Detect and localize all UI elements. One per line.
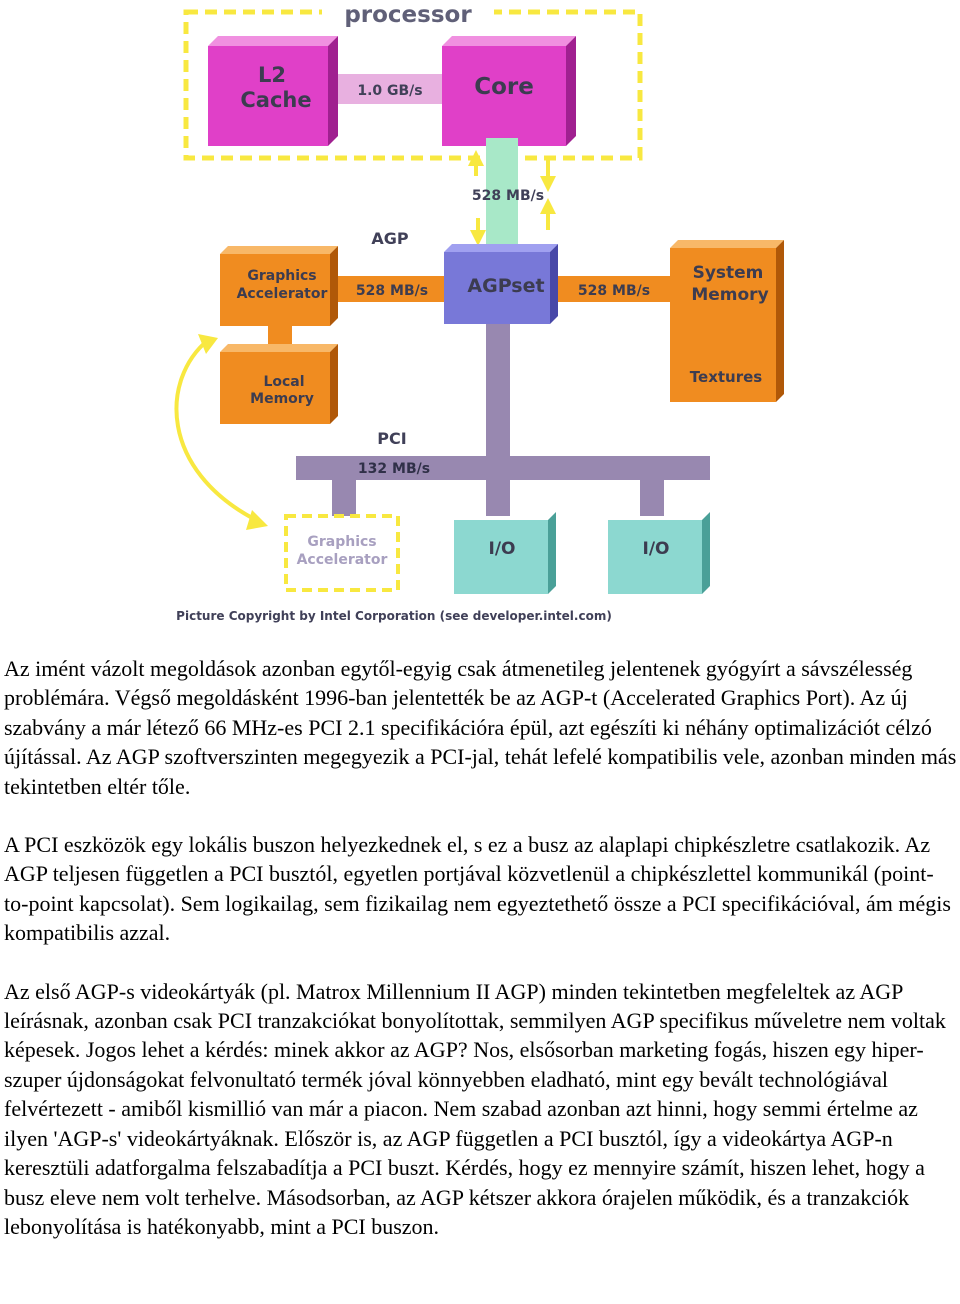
cache-core-link bbox=[338, 74, 442, 104]
local-memory-label-2: Memory bbox=[250, 391, 314, 407]
graphics-accelerator-label: Graphics bbox=[247, 268, 316, 284]
pci-graphics-accelerator-outline bbox=[284, 514, 400, 592]
agp-left-link bbox=[338, 276, 444, 302]
article-body: Az imént vázolt megoldások azonban egytő… bbox=[4, 654, 958, 1270]
system-memory-label: System bbox=[693, 263, 764, 283]
migration-arrow bbox=[174, 338, 257, 522]
processor-label: processor bbox=[344, 2, 472, 28]
agpset-label: AGPset bbox=[467, 275, 544, 297]
pci-graphics-accelerator-label: Graphics bbox=[307, 534, 376, 550]
graphics-accelerator-box bbox=[220, 254, 330, 326]
pci-bus bbox=[296, 456, 710, 480]
paragraph-3: Az első AGP-s videokártyák (pl. Matrox M… bbox=[4, 978, 946, 1239]
core-box bbox=[442, 46, 566, 146]
pci-drop-graphics bbox=[332, 480, 356, 516]
agpset-pci-link bbox=[486, 324, 510, 458]
l2-cache-label: L2 bbox=[258, 63, 286, 87]
io-label-1: I/O bbox=[489, 539, 516, 559]
core-bus-bandwidth-label: 528 MB/s bbox=[472, 188, 544, 204]
local-memory-label: Local bbox=[263, 374, 304, 390]
agp-label: AGP bbox=[371, 229, 409, 248]
agp-left-bandwidth-label: 528 MB/s bbox=[356, 283, 428, 299]
graphics-accelerator-label-2: Accelerator bbox=[237, 286, 328, 302]
core-agpset-link bbox=[486, 138, 518, 246]
agp-right-bandwidth-label: 528 MB/s bbox=[578, 283, 650, 299]
pci-bandwidth-label: 132 MB/s bbox=[358, 461, 430, 477]
paragraph-2: A PCI eszközök egy lokális buszon helyez… bbox=[4, 832, 951, 946]
io-box-1 bbox=[454, 520, 548, 594]
pci-graphics-accelerator-label-2: Accelerator bbox=[297, 552, 388, 568]
io-box-2 bbox=[608, 520, 702, 594]
textures-label: Textures bbox=[690, 368, 763, 386]
local-memory-box bbox=[220, 352, 330, 424]
l2-cache-label-2: Cache bbox=[240, 88, 311, 112]
agpset-box bbox=[444, 252, 550, 324]
system-memory-label-2: Memory bbox=[691, 285, 768, 305]
pci-drop-io-1 bbox=[486, 480, 510, 516]
cache-bandwidth-label: 1.0 GB/s bbox=[357, 83, 422, 99]
l2-cache-box bbox=[208, 46, 328, 146]
processor-outline bbox=[183, 9, 643, 161]
figure-copyright: Picture Copyright by Intel Corporation (… bbox=[176, 609, 612, 623]
agp-right-link bbox=[558, 276, 670, 302]
pci-drop-io-2 bbox=[640, 480, 664, 516]
system-memory-box bbox=[670, 248, 776, 402]
io-label-2: I/O bbox=[643, 539, 670, 559]
agp-architecture-diagram: processor L2 Cache 1.0 GB/s Core 528 MB/… bbox=[174, 0, 784, 623]
core-label: Core bbox=[474, 74, 534, 100]
pci-label: PCI bbox=[377, 429, 406, 448]
paragraph-1: Az imént vázolt megoldások azonban egytő… bbox=[4, 656, 957, 799]
